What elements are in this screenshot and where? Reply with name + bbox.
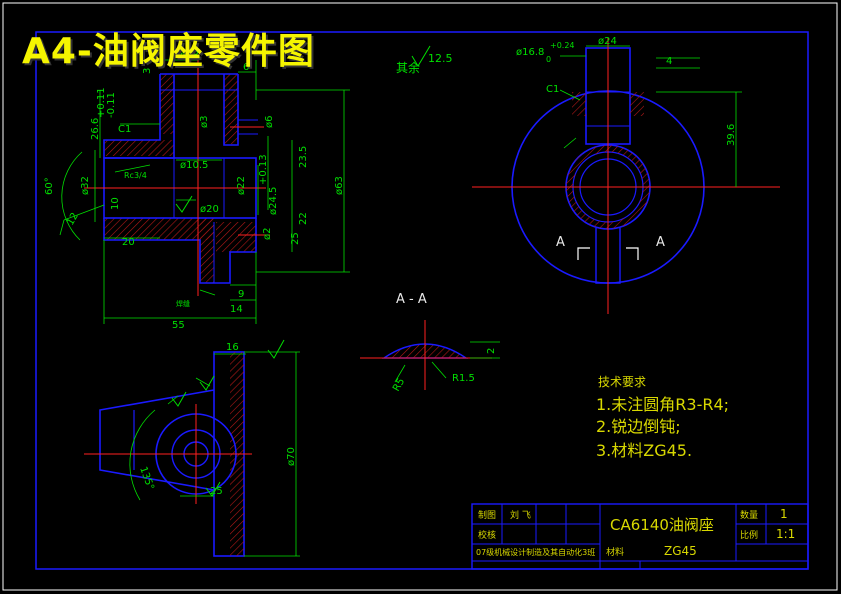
dim-r5: R5 [391, 376, 407, 393]
dim-d10-5: ø10.5 [180, 160, 208, 171]
dim-23-5: 23.5 [298, 146, 309, 168]
dim-rc: Rc3/4 [124, 171, 147, 180]
bottom-dimension-lines [129, 351, 300, 557]
dim-tol-lo: 0 [546, 55, 551, 64]
roughness-symbol-3 [267, 339, 285, 359]
tb-check-label: 校核 [478, 529, 496, 541]
bottom-view: 16 ø70 25 135° [84, 339, 300, 557]
roughness-symbol-6 [205, 481, 221, 497]
dim-d24-side: ø24 [598, 36, 617, 47]
dim-39-6: 39.6 [726, 124, 737, 146]
dim-4: 4 [666, 56, 672, 67]
dim-12: 12 [65, 211, 81, 228]
dim-22: 22 [298, 212, 309, 225]
front-hatch-top [160, 74, 174, 134]
tb-material-value: ZG45 [664, 544, 697, 558]
tb-material-label: 材料 [606, 546, 624, 558]
tb-part-name: CA6140油阀座 [610, 516, 714, 534]
front-outline-upper [103, 74, 175, 159]
dim-16: 16 [226, 342, 239, 353]
dim-10: 10 [110, 197, 121, 210]
dim-d6b: ø6 [264, 116, 275, 128]
tech-item-1: 1.未注圆角R3-R4; [596, 395, 729, 414]
dim-d3-top: 3 [142, 68, 153, 74]
roughness-symbol-5 [171, 391, 187, 407]
surface-roughness: 12.5 [428, 52, 453, 65]
tb-scale-label: 比例 [740, 529, 758, 541]
tb-org: 07级机械设计制造及其自动化3班 [476, 547, 595, 557]
dim-d18: ø18 [180, 50, 199, 61]
dim-20: 20 [122, 237, 135, 248]
front-hatch-bottom-left [104, 218, 214, 240]
side-dimension-lines [559, 45, 742, 187]
drawing-title: A4-油阀座零件图 [22, 31, 315, 72]
tb-drawn-name: 刘 飞 [510, 509, 531, 521]
weld-label: 焊缝 [176, 299, 190, 308]
dim-c1-side: C1 [546, 84, 559, 95]
front-view: ø18 6 3 +0.11 -0.11 26.6 C1 ø10.5 Rc3/4 … [44, 45, 453, 331]
front-dimension-lines [59, 59, 350, 324]
dim-135: 135° [137, 465, 156, 491]
section-label: A - A [396, 292, 427, 307]
tb-qty-label: 数量 [740, 509, 758, 521]
section-a-left: A [556, 235, 565, 250]
dim-angle60: 60° [44, 177, 55, 195]
dim-d70: ø70 [286, 447, 297, 466]
dim-tol-up: +0.24 [550, 41, 575, 50]
side-view: A A ø16.8 +0.24 0 ø24 4 C1 39.6 [472, 36, 780, 314]
dim-25-bottom: 25 [210, 486, 223, 497]
section-cut-left [577, 247, 590, 260]
section-a-right: A [656, 235, 665, 250]
dim-14: 14 [230, 304, 243, 315]
title-block: 制图 刘 飞 校核 CA6140油阀座 数量 1 比例 1:1 07级机械设计制… [471, 503, 809, 570]
tb-qty-value: 1 [780, 507, 788, 521]
front-hatch-mid-left [104, 140, 174, 156]
surface-note: 其余 [396, 60, 420, 75]
dim-d3: ø3 [199, 116, 210, 128]
section-cut-right [626, 247, 639, 260]
front-hatch-bottom-stem [200, 218, 214, 283]
roughness-symbol-4 [199, 375, 215, 391]
roughness-symbol [411, 45, 431, 67]
dim-9: 9 [238, 289, 244, 300]
dim-d6: 6 [243, 62, 249, 73]
tb-drawn-label: 制图 [478, 509, 496, 521]
front-outline-upper-right [223, 74, 239, 146]
tech-item-3: 3.材料ZG45. [596, 441, 692, 460]
front-outline-lower [103, 218, 257, 284]
side-boss-hatch-right [630, 92, 644, 116]
dim-55: 55 [172, 320, 185, 331]
section-dimension-lines [394, 341, 500, 383]
roughness-symbol-2 [175, 195, 193, 213]
dim-d24-5: ø24.5 [268, 187, 279, 215]
technical-requirements: 技术要求 1.未注圆角R3-R4; 2.锐边倒钝; 3.材料ZG45. [596, 375, 729, 460]
side-boss-hatch-left [572, 92, 586, 116]
tech-item-2: 2.锐边倒钝; [596, 417, 681, 436]
dim-d32: ø32 [80, 176, 91, 195]
tech-heading: 技术要求 [598, 375, 646, 389]
dim-d16-8: ø16.8 [516, 47, 544, 58]
drawing-frame [35, 31, 809, 570]
dim-d2: ø2 [262, 228, 273, 240]
dim-c1: C1 [118, 124, 131, 135]
tb-scale-value: 1:1 [776, 527, 795, 541]
section-a-a: A - A 2 R5 R1.5 [360, 292, 500, 394]
dim-r1-5: R1.5 [452, 373, 475, 384]
front-hatch-bottom-right [216, 222, 256, 252]
dim-tol-lower: -0.11 [106, 92, 117, 118]
dim-d22: ø22 [236, 176, 247, 195]
dim-tol2-upper: +0.13 [258, 154, 269, 185]
dim-section-2: 2 [486, 348, 497, 354]
dim-d63: ø63 [334, 176, 345, 195]
dim-tol-upper: +0.11 [96, 87, 107, 118]
dim-d20: ø20 [200, 204, 219, 215]
dim-26-6: 26.6 [90, 118, 101, 140]
dim-25: 25 [290, 232, 301, 245]
bottom-flange [99, 389, 215, 491]
front-hatch-top-right [224, 74, 238, 144]
